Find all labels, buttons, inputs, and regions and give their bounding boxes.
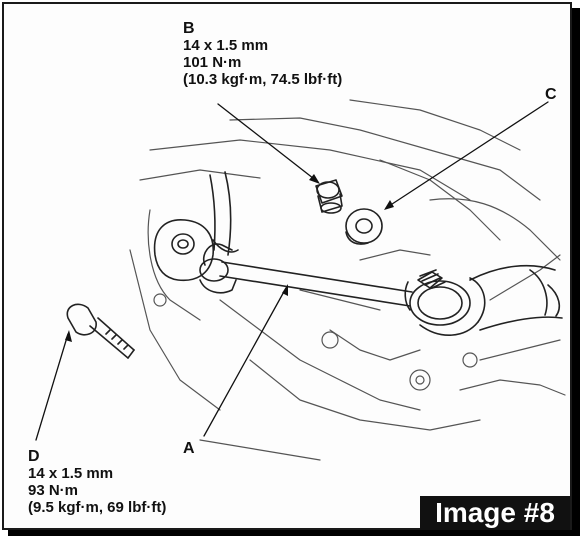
- image-number-badge: Image #8: [420, 496, 570, 530]
- leader-lines: [35, 101, 549, 441]
- stabilizer-link: [199, 243, 486, 336]
- upper-bracket: [153, 171, 239, 282]
- lower-arm: [469, 264, 563, 331]
- leader-arrowheads: [65, 174, 394, 342]
- callout-b-size: 14 x 1.5 mm: [183, 37, 269, 54]
- bolt: [66, 303, 135, 359]
- ball-joint-stud: [417, 269, 446, 289]
- callout-d: D 14 x 1.5 mm 93 N·m (9.5 kgf·m, 69 lbf·…: [28, 448, 166, 516]
- callout-b: B 14 x 1.5 mm 101 N·m (10.3 kgf·m, 74.5 …: [183, 20, 342, 88]
- diagram-frame: [2, 2, 572, 530]
- frame-shadow-bottom: [8, 528, 580, 536]
- callout-b-torque-alt: (10.3 kgf·m, 74.5 lbf·ft): [183, 71, 343, 88]
- callout-d-torque-alt: (9.5 kgf·m, 69 lbf·ft): [28, 499, 167, 516]
- callout-d-torque: 93 N·m: [28, 482, 79, 499]
- callout-d-letter: D: [28, 448, 40, 465]
- washer: [345, 208, 383, 245]
- callout-a-letter: A: [183, 440, 195, 457]
- chassis-background: [129, 99, 566, 461]
- callout-b-torque: 101 N·m: [183, 54, 242, 71]
- callout-d-size: 14 x 1.5 mm: [28, 465, 114, 482]
- callout-c-letter: C: [545, 86, 557, 103]
- frame-shadow-right: [572, 8, 580, 532]
- flange-nut: [315, 179, 343, 214]
- callout-a: A: [183, 440, 195, 457]
- callout-b-letter: B: [183, 20, 195, 37]
- callout-c: C: [545, 86, 557, 103]
